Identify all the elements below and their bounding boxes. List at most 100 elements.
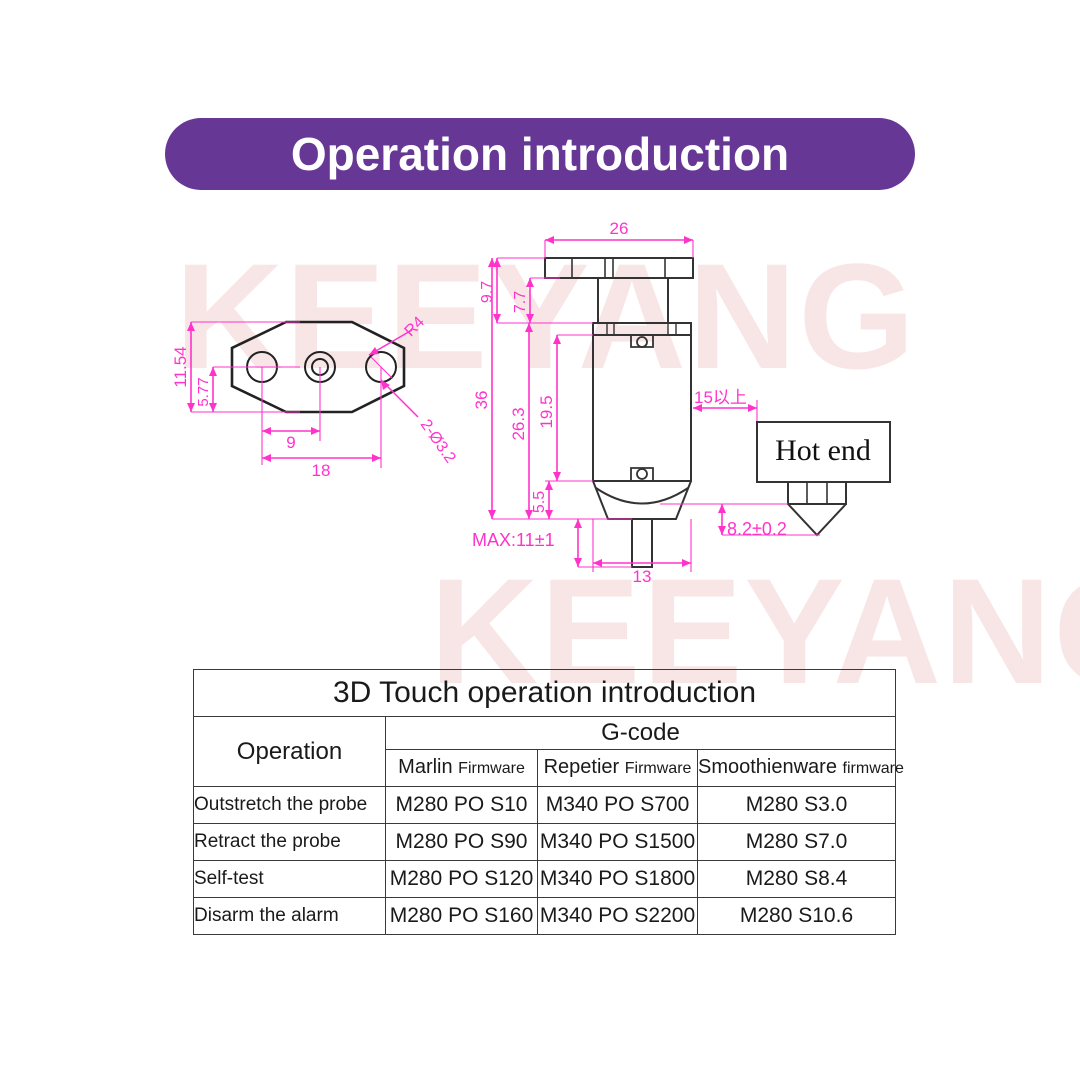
header-gcode: G-code	[385, 716, 896, 750]
hot-end-label: Hot end	[775, 434, 871, 467]
dim-label-max11: MAX:11±1	[472, 530, 555, 550]
cell-smoothienware: M280 S10.6	[697, 897, 896, 935]
probe-cone-inner	[595, 487, 689, 505]
dim-1154-arrow-top	[187, 322, 195, 331]
cell-marlin: M280 PO S90	[385, 823, 538, 861]
page-title-banner: Operation introduction	[165, 118, 915, 190]
cell-operation: Outstretch the probe	[193, 786, 386, 824]
header-firmware-repetier: Repetier Firmware	[537, 749, 698, 787]
header-operation: Operation	[193, 716, 386, 787]
dim-label-263: 26.3	[509, 407, 528, 440]
dim-18-arrow-left	[262, 454, 271, 462]
dim-label-36: 36	[472, 391, 491, 410]
dim-195-arrow-top	[553, 335, 561, 344]
dim-label-26: 26	[610, 219, 629, 238]
probe-pin	[631, 518, 653, 568]
cell-marlin: M280 PO S120	[385, 860, 538, 898]
dim-max11-arrow-top	[574, 519, 582, 528]
firmware-suffix-repetier: Firmware	[624, 760, 692, 777]
nozzle-tip	[787, 503, 847, 537]
hole-spec-arrow	[381, 380, 390, 390]
dim-9-arrow-right	[311, 427, 320, 435]
dim-clearance-arrow-right	[748, 404, 757, 412]
plate-outline	[230, 320, 406, 414]
dim-195-arrow-bot	[553, 472, 561, 481]
cell-repetier: M340 PO S1500	[537, 823, 698, 861]
table-header-row-2: Marlin Firmware Repetier Firmware Smooth…	[194, 749, 904, 787]
cell-operation: Self-test	[193, 860, 386, 898]
probe-drawing: 26 9.7 7.7 36 26.3	[472, 219, 758, 586]
firmware-suffix-smoothienware: firmware	[842, 760, 904, 777]
dim-77-arrow-top	[526, 278, 534, 287]
probe-ear-top-hole	[636, 336, 648, 348]
dim-1154-arrow-bot	[187, 403, 195, 412]
cell-repetier: M340 PO S700	[537, 786, 698, 824]
dim-label-r4: R4	[402, 314, 429, 341]
dim-82-arrow-bot	[718, 526, 726, 535]
dim-577-arrow-top	[209, 367, 217, 376]
dim-82-arrow-top	[718, 504, 726, 513]
cell-repetier: M340 PO S1800	[537, 860, 698, 898]
dim-label-18: 18	[312, 461, 331, 480]
firmware-suffix-marlin: Firmware	[458, 760, 525, 777]
probe-ear-bottom-hole	[636, 468, 648, 480]
table-row: Outstretch the probe M280 PO S10 M340 PO…	[193, 786, 896, 824]
probe-body	[592, 334, 692, 482]
dim-13-arrow-right	[682, 559, 691, 567]
probe-ear-bottom	[630, 467, 654, 481]
dim-label-hole-spec: 2-Ø3.2	[417, 417, 459, 467]
dim-label-82: 8.2±0.2	[727, 519, 787, 539]
mounting-plate-drawing: 11.54 5.77 9 18 R4	[171, 314, 459, 480]
firmware-main-smoothienware: Smoothienware	[698, 756, 837, 778]
dim-label-13: 13	[633, 567, 652, 586]
dim-label-195: 19.5	[537, 395, 556, 428]
dim-clearance-arrow-left	[693, 404, 702, 412]
table-title-row: 3D Touch operation introduction	[193, 669, 896, 717]
dim-18-arrow-right	[372, 454, 381, 462]
cell-repetier: M340 PO S2200	[537, 897, 698, 935]
operation-table: 3D Touch operation introduction Operatio…	[193, 669, 904, 935]
r4-arrow	[369, 347, 379, 355]
firmware-main-marlin: Marlin	[398, 756, 453, 778]
table-row: Retract the probe M280 PO S90 M340 PO S1…	[193, 823, 896, 861]
dim-label-clearance: 15以上	[694, 388, 747, 407]
dim-55-arrow-top	[545, 481, 553, 490]
table-title: 3D Touch operation introduction	[193, 669, 896, 717]
header-firmware-marlin: Marlin Firmware	[385, 749, 538, 787]
dim-label-577: 5.77	[195, 377, 212, 406]
dim-36-arrow-bot	[488, 510, 496, 519]
hot-end-drawing: Hot end 8.2±0.2	[660, 421, 891, 539]
table-row: Self-test M280 PO S120 M340 PO S1800 M28…	[193, 860, 896, 898]
cell-operation: Retract the probe	[193, 823, 386, 861]
dim-9-arrow-left	[262, 427, 271, 435]
cell-smoothienware: M280 S7.0	[697, 823, 896, 861]
dim-13-arrow-left	[593, 559, 602, 567]
dim-label-9: 9	[286, 433, 295, 452]
page-title: Operation introduction	[290, 128, 790, 180]
dim-max11-arrow-bot	[574, 558, 582, 567]
cell-marlin: M280 PO S160	[385, 897, 538, 935]
table-header-row-1: Operation G-code	[193, 716, 896, 787]
dim-26-arrow-left	[545, 236, 554, 244]
dim-36-arrow-top	[488, 258, 496, 267]
dim-577-arrow-bot	[209, 403, 217, 412]
dim-263-arrow-bot	[525, 510, 533, 519]
dim-55-arrow-bot	[545, 510, 553, 519]
probe-top-flange	[544, 257, 694, 279]
dim-label-1154: 11.54	[171, 346, 190, 387]
table-row: Disarm the alarm M280 PO S160 M340 PO S2…	[193, 897, 896, 935]
probe-cone	[592, 480, 692, 520]
dim-label-55: 5.5	[531, 491, 548, 513]
firmware-main-repetier: Repetier	[543, 756, 620, 778]
header-firmware-smoothienware: Smoothienware firmware	[697, 749, 904, 787]
cell-smoothienware: M280 S3.0	[697, 786, 896, 824]
hole-spec-cross	[370, 356, 393, 379]
cell-operation: Disarm the alarm	[193, 897, 386, 935]
cell-smoothienware: M280 S8.4	[697, 860, 896, 898]
dim-77-arrow-bot	[526, 314, 534, 323]
dim-263-arrow-top	[525, 323, 533, 332]
dim-97-arrow-bot	[493, 314, 501, 323]
dim-label-97: 9.7	[479, 281, 496, 303]
